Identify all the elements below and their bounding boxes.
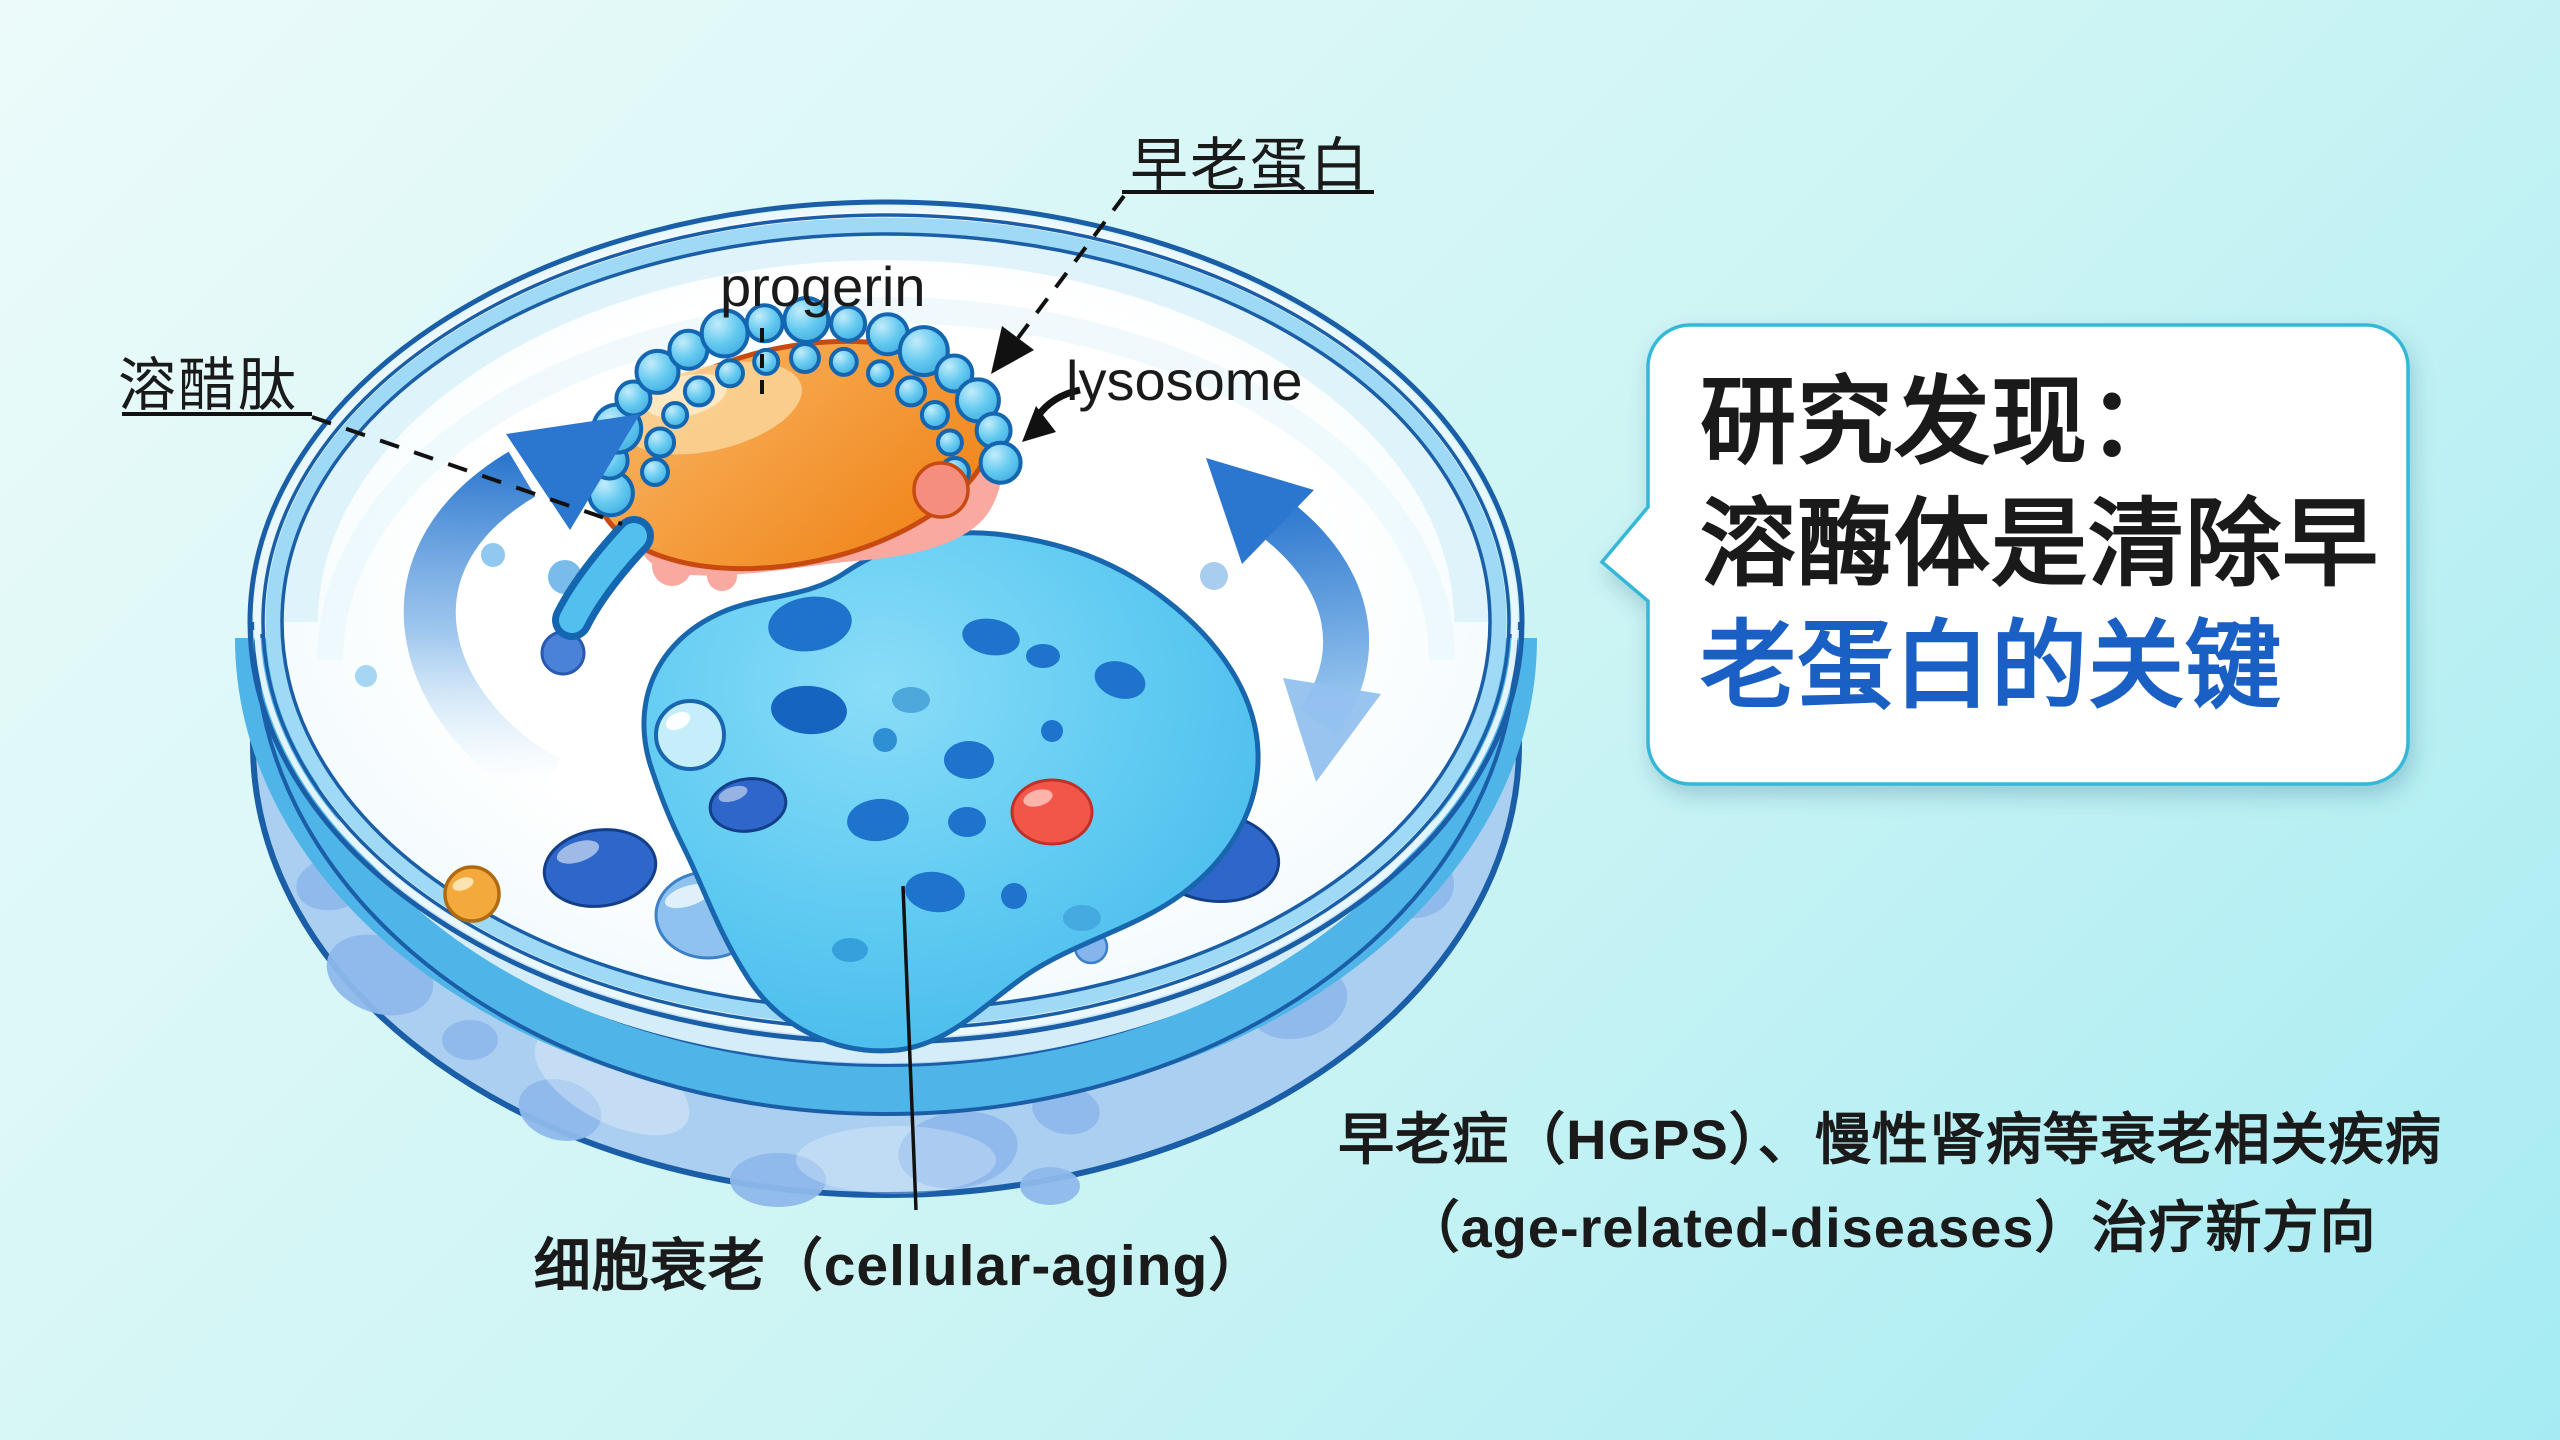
caption-diseases: 早老症（HGPS）、慢性肾病等衰老相关疾病 （age-related-disea… <box>1268 1096 2512 1272</box>
cell-vesicle-bubble <box>654 699 726 771</box>
lysosome-vesicle <box>828 346 859 377</box>
bubble-line-3: 老蛋白的关键 <box>1700 613 2282 720</box>
lysosome-vesicle <box>644 426 677 459</box>
vesicle-orange-left <box>443 865 501 923</box>
label-lysosome-en: lysosome <box>1066 349 1303 412</box>
bubble-line-1: 研究发现： <box>1700 369 2185 476</box>
lysosome-vesicle <box>935 428 964 457</box>
bubble-line-2: 溶酶体是清除早 <box>1700 491 2379 598</box>
lysosome-vesicle <box>634 348 681 395</box>
recycle-arrow-right <box>1206 458 1381 782</box>
cell-spots <box>768 596 1146 962</box>
lysosome-vesicle <box>715 358 745 389</box>
cell-vesicle-navy <box>708 777 788 833</box>
speech-bubble <box>1599 323 2410 786</box>
lysosome-vesicle <box>661 401 690 429</box>
cell-vesicle-red <box>1010 778 1094 846</box>
lysosome-vesicle <box>919 400 950 430</box>
label-progerin-en: progerin <box>720 255 926 318</box>
lysosome-vesicle <box>682 375 715 408</box>
lysosome-vesicle <box>744 303 785 344</box>
connectors <box>122 190 1374 1211</box>
lysosome-vesicle <box>829 304 868 343</box>
lysosome-vesicle <box>782 296 831 344</box>
connector-lysosome-cn <box>311 415 623 526</box>
cell-blob <box>641 530 1261 1054</box>
speech-bubble-text: 研究发现： 溶酶体是清除早 老蛋白的关键 <box>1700 362 2379 728</box>
lysosome-vesicle <box>752 347 781 376</box>
lysosome-vesicle <box>640 457 670 487</box>
lysosome-vesicle <box>895 375 928 408</box>
lysosome-vesicle <box>866 359 894 388</box>
lysosome-vesicle <box>978 440 1023 485</box>
caption-line-2: （age-related-diseases）治疗新方向 <box>1403 1196 2377 1259</box>
label-cell-aging: 细胞衰老（cellular-aging） <box>533 1234 1267 1298</box>
salmon-vesicle <box>912 461 970 519</box>
cell-aging-line <box>901 885 918 1211</box>
lysosome-vesicle <box>789 342 821 374</box>
arrowhead-progerin-cn <box>991 326 1034 374</box>
lysosome-vesicle <box>934 353 975 394</box>
caption-line-1: 早老症（HGPS）、慢性肾病等衰老相关疾病 <box>1338 1108 2442 1171</box>
vesicle-navy-left <box>542 828 658 908</box>
arrowhead-lysosome <box>1022 406 1056 442</box>
label-progerin-cn: 早老蛋白 <box>1129 133 1370 198</box>
lysosome-vesicle <box>897 325 950 378</box>
label-lysosome-cn: 溶醋肽 <box>118 353 299 418</box>
recycle-arrow-left <box>403 414 640 805</box>
